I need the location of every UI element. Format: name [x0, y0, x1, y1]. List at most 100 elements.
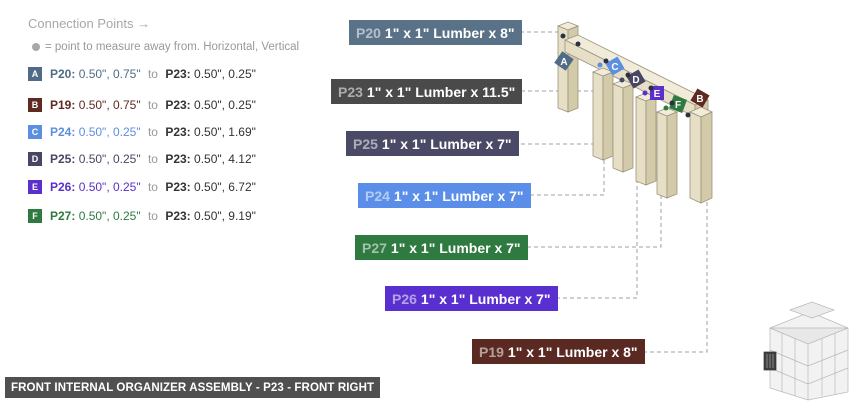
marker-a: A — [554, 51, 574, 71]
to-part: P23: — [165, 125, 191, 139]
connection-text: P20: 0.50", 0.75" to P23: 0.50", 0.25" — [50, 67, 256, 81]
from-part: P24: — [50, 125, 76, 139]
post-p24 — [591, 67, 615, 161]
leader-line-p27 — [527, 190, 662, 248]
post-p19 — [689, 106, 713, 204]
marker-e-label: E — [654, 89, 661, 100]
to-part: P23: — [165, 180, 191, 194]
leader-line-p26 — [556, 172, 638, 299]
connection-row-a: A P20: 0.50", 0.75" to P23: 0.50", 0.25" — [28, 66, 256, 82]
connection-text: P19: 0.50", 0.75" to P23: 0.50", 0.25" — [50, 98, 256, 112]
to-values: 0.50", 0.25" — [194, 98, 256, 112]
to-part: P23: — [165, 98, 191, 112]
connection-points-title: Connection Points → — [28, 16, 151, 31]
to-values: 0.50", 0.25" — [194, 67, 256, 81]
marker-f-label: F — [675, 100, 681, 111]
connection-badge-c: C — [28, 125, 42, 139]
post-p25 — [611, 79, 635, 173]
connection-text: P26: 0.50", 0.25" to P23: 0.50", 6.72" — [50, 180, 256, 194]
part-label-p19: P19 1" x 1" Lumber x 8" — [472, 339, 645, 364]
part-description: 1" x 1" Lumber x 7" — [420, 290, 551, 307]
marker-c-label: C — [611, 62, 618, 73]
to-values: 0.50", 6.72" — [194, 180, 256, 194]
to-values: 0.50", 1.69" — [194, 125, 256, 139]
connection-row-e: E P26: 0.50", 0.25" to P23: 0.50", 6.72" — [28, 179, 256, 195]
part-description: 1" x 1" Lumber x 7" — [390, 239, 521, 256]
leader-line-p24 — [530, 150, 605, 196]
to-part: P23: — [165, 152, 191, 166]
marker-b: B — [690, 88, 710, 108]
marker-d-label: D — [632, 75, 639, 86]
part-description: 1" x 1" Lumber x 7" — [381, 135, 512, 152]
marker-f: F — [669, 95, 687, 113]
marker-d: D — [626, 69, 646, 89]
connection-row-d: D P25: 0.50", 0.25" to P23: 0.50", 4.12" — [28, 151, 256, 167]
part-label-p27: P27 1" x 1" Lumber x 7" — [355, 235, 528, 260]
marker-e: E — [650, 86, 664, 100]
part-id: P25 — [353, 135, 378, 152]
part-label-p26: P26 1" x 1" Lumber x 7" — [385, 286, 558, 311]
connection-badge-a: A — [28, 67, 42, 81]
part-description: 1" x 1" Lumber x 8" — [384, 24, 515, 41]
connection-text: P24: 0.50", 0.25" to P23: 0.50", 1.69" — [50, 125, 256, 139]
connection-markers: A C D E F B — [554, 51, 710, 113]
to-word: to — [147, 67, 158, 81]
connection-row-b: B P19: 0.50", 0.75" to P23: 0.50", 0.25" — [28, 97, 256, 113]
to-values: 0.50", 4.12" — [194, 152, 256, 166]
from-values: 0.50", 0.75" — [78, 98, 141, 112]
connection-badge-d: D — [28, 152, 42, 166]
from-part: P20: — [50, 67, 76, 81]
post-p26 — [634, 92, 658, 186]
from-values: 0.50", 0.25" — [78, 180, 141, 194]
from-part: P26: — [50, 180, 76, 194]
connection-badge-e: E — [28, 180, 42, 194]
to-values: 0.50", 9.19" — [194, 209, 256, 223]
measure-point-legend-text: = point to measure away from. Horizontal… — [45, 41, 300, 53]
to-word: to — [147, 152, 158, 166]
from-values: 0.50", 0.75" — [78, 67, 141, 81]
part-id: P26 — [392, 290, 417, 307]
from-part: P19: — [50, 98, 76, 112]
part-id: P27 — [362, 239, 387, 256]
from-part: P27: — [50, 209, 76, 223]
from-part: P25: — [50, 152, 76, 166]
from-values: 0.50", 0.25" — [78, 209, 141, 223]
to-part: P23: — [165, 67, 191, 81]
measure-points — [560, 33, 691, 118]
part-id: P19 — [479, 343, 504, 360]
part-id: P23 — [338, 83, 363, 100]
part-description: 1" x 1" Lumber x 8" — [507, 343, 638, 360]
assembly-caption: FRONT INTERNAL ORGANIZER ASSEMBLY - P23 … — [5, 377, 381, 398]
to-word: to — [147, 180, 158, 194]
connection-text: P25: 0.50", 0.25" to P23: 0.50", 4.12" — [50, 152, 256, 166]
marker-c: C — [605, 56, 625, 76]
part-label-p24: P24 1" x 1" Lumber x 7" — [358, 183, 531, 208]
to-part: P23: — [165, 209, 191, 223]
post-p27 — [655, 107, 679, 199]
connection-row-c: C P24: 0.50", 0.25" to P23: 0.50", 1.69" — [28, 124, 256, 140]
part-description: 1" x 1" Lumber x 11.5" — [366, 83, 516, 100]
part-id: P24 — [365, 187, 390, 204]
to-word: to — [147, 98, 158, 112]
connection-badge-f: F — [28, 209, 42, 223]
part-label-p23: P23 1" x 1" Lumber x 11.5" — [331, 79, 523, 104]
marker-a-label: A — [560, 57, 567, 68]
assembly-thumbnail — [763, 301, 849, 401]
leader-line-p19 — [643, 200, 708, 353]
measure-point-dot-icon — [32, 43, 40, 51]
connection-row-f: F P27: 0.50", 0.25" to P23: 0.50", 9.19" — [28, 208, 256, 224]
from-values: 0.50", 0.25" — [78, 152, 141, 166]
part-description: 1" x 1" Lumber x 7" — [393, 187, 524, 204]
lumber-pieces — [556, 21, 713, 204]
part-label-p20: P20 1" x 1" Lumber x 8" — [349, 20, 522, 45]
measure-point-legend: = point to measure away from. Horizontal… — [32, 41, 299, 53]
to-word: to — [147, 125, 158, 139]
from-values: 0.50", 0.25" — [78, 125, 141, 139]
marker-b-label: B — [696, 94, 703, 105]
part-id: P20 — [356, 24, 381, 41]
part-label-p25: P25 1" x 1" Lumber x 7" — [346, 131, 519, 156]
connection-badge-b: B — [28, 98, 42, 112]
to-word: to — [147, 209, 158, 223]
connection-text: P27: 0.50", 0.25" to P23: 0.50", 9.19" — [50, 209, 256, 223]
